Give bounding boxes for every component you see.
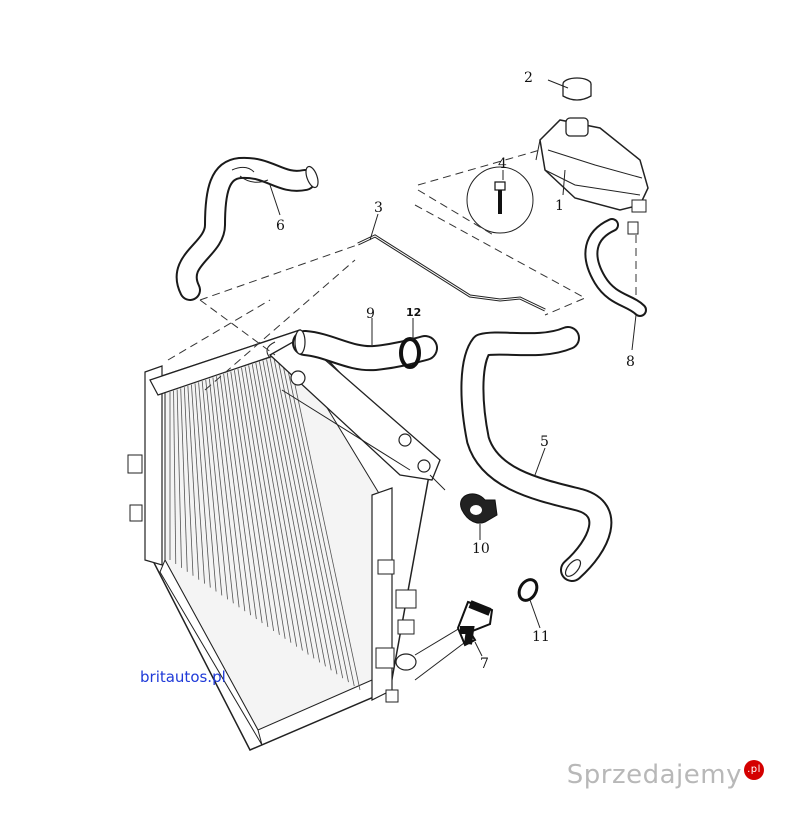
label-part-12: 12 — [406, 306, 421, 319]
radiator-fin — [230, 371, 269, 628]
radiator-fin — [255, 362, 309, 655]
label-part-7: 7 — [480, 656, 489, 672]
radiator-fin — [219, 374, 252, 616]
leader-dash — [167, 299, 271, 361]
radiator-fin — [287, 351, 361, 691]
leader-dash — [414, 204, 587, 316]
label-part-5: 5 — [540, 434, 549, 450]
clamp-12 — [399, 337, 421, 369]
leader-dash — [199, 299, 276, 356]
radiator-fin — [187, 385, 200, 580]
radiator-fin — [262, 360, 321, 663]
radiator-fin — [201, 381, 223, 596]
radiator-fin — [248, 365, 298, 647]
radiator-fin — [208, 378, 234, 604]
radiator-fin — [251, 364, 303, 651]
leader-dash — [417, 149, 541, 186]
part-10-bracket — [460, 493, 498, 524]
radiator-fin — [183, 387, 194, 576]
filler-cap — [562, 77, 592, 101]
radiator-fin — [212, 377, 240, 608]
pipe-3 — [357, 234, 546, 312]
watermark-text: Sprzedajemy — [566, 760, 742, 790]
leader-line — [429, 474, 446, 491]
radiator-fin — [191, 384, 205, 584]
radiator-fin — [273, 356, 338, 675]
radiator-fin — [241, 367, 286, 639]
brand-link[interactable]: britautos.pl — [140, 668, 226, 686]
hose-7 — [456, 600, 494, 647]
label-part-3: 3 — [374, 200, 383, 216]
clamp-11 — [517, 578, 539, 602]
radiator-fin — [176, 389, 182, 568]
label-part-11: 11 — [532, 629, 550, 645]
radiator-fin — [284, 353, 355, 687]
radiator-fin — [244, 366, 292, 643]
label-part-10: 10 — [472, 541, 490, 557]
radiator-fin — [233, 370, 275, 631]
radiator-fin — [226, 372, 263, 624]
radiator-fin — [276, 355, 344, 679]
leader-lines — [269, 79, 637, 657]
leader-dash — [199, 243, 361, 301]
radiator-fin — [259, 361, 315, 659]
label-part-4: 4 — [498, 156, 507, 172]
radiator-fin — [194, 383, 211, 588]
label-part-6: 6 — [276, 218, 285, 234]
label-part-8: 8 — [626, 354, 635, 370]
radiator-fin — [173, 390, 177, 564]
radiator-fin — [216, 376, 246, 612]
label-part-9: 9 — [366, 306, 375, 322]
bolt-detail — [466, 166, 534, 234]
radiator-fin — [237, 368, 280, 635]
radiator-fin — [205, 379, 228, 600]
radiator-fin — [280, 354, 349, 683]
leader-line — [414, 624, 466, 656]
watermark-badge: .pl — [744, 760, 764, 780]
watermark: Sprzedajemy.pl — [567, 760, 764, 790]
label-part-2: 2 — [524, 70, 533, 86]
radiator-fin — [180, 388, 188, 572]
hose-6 — [175, 156, 319, 301]
hose-5 — [460, 326, 613, 582]
radiator-fin — [269, 357, 332, 671]
leader-dash — [204, 259, 356, 391]
radiator — [127, 329, 441, 751]
hose-8 — [584, 218, 647, 317]
radiator-fin — [266, 359, 326, 667]
radiator-fin — [198, 382, 217, 592]
leader-line — [414, 639, 469, 681]
radiator-fin — [223, 373, 257, 620]
leader-dash — [417, 189, 496, 237]
expansion-tank — [535, 117, 649, 235]
hose-9 — [292, 329, 438, 372]
label-part-1: 1 — [555, 198, 564, 214]
